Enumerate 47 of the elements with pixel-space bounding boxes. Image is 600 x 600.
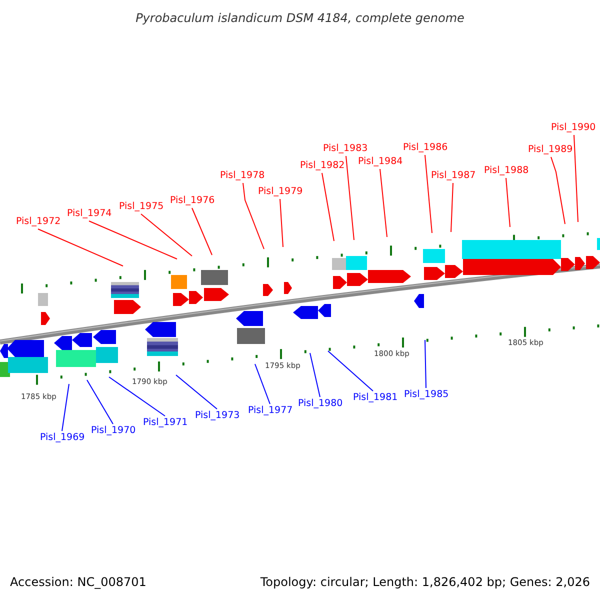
gene-label: Pisl_1971 <box>143 416 188 430</box>
leader-line <box>242 182 264 250</box>
leader-line <box>280 198 284 248</box>
leader-line <box>424 154 432 234</box>
gene-label: Pisl_1972 <box>16 215 61 229</box>
leader-line <box>88 220 178 260</box>
leader-line <box>140 214 192 256</box>
genome-stats-text: Topology: circular; Length: 1,826,402 bp; Genes: 2,026 <box>260 574 590 591</box>
leader-line <box>328 350 374 392</box>
leader-line <box>176 374 218 410</box>
gene-label: Pisl_1980 <box>298 397 343 411</box>
leader-line <box>192 208 212 256</box>
gene-label: Pisl_1979 <box>258 185 303 199</box>
gene-label: Pisl_1974 <box>67 207 112 221</box>
leader-line <box>62 384 70 432</box>
leader-line <box>322 172 334 242</box>
leader-line <box>38 228 124 266</box>
gene-label: Pisl_1983 <box>323 142 368 156</box>
gene-label: Pisl_1976 <box>170 194 215 208</box>
leader-line <box>506 178 510 228</box>
leader-line <box>574 134 578 222</box>
gene-label: Pisl_1988 <box>484 164 529 178</box>
gene-label: Pisl_1977 <box>248 404 293 418</box>
gene-label: Pisl_1989 <box>528 143 573 157</box>
gene-label: Pisl_1981 <box>353 391 398 405</box>
leader-line <box>550 156 566 224</box>
accession-text: Accession: NC_008701 <box>10 574 146 591</box>
gene-label: Pisl_1973 <box>195 409 240 423</box>
leader-line <box>424 340 426 388</box>
leader-line <box>450 182 454 232</box>
leader-line <box>310 352 320 398</box>
gene-label: Pisl_1978 <box>220 169 265 183</box>
gene-label: Pisl_1970 <box>91 424 136 438</box>
gene-label: Pisl_1982 <box>300 159 345 173</box>
leader-line <box>108 376 166 416</box>
gene-label: Pisl_1985 <box>404 388 449 402</box>
gene-label: Pisl_1975 <box>119 200 164 214</box>
leader-line <box>346 156 354 240</box>
leader-line <box>86 380 114 424</box>
gene-label: Pisl_1987 <box>431 169 476 183</box>
leader-line <box>380 168 388 238</box>
diagram-title: Pyrobaculum islandicum DSM 4184, complete genome <box>136 10 464 27</box>
gene-label: Pisl_1990 <box>551 121 596 135</box>
gene-label: Pisl_1984 <box>358 155 403 169</box>
leader-line <box>254 364 270 404</box>
gene-label: Pisl_1969 <box>40 431 85 445</box>
gene-label: Pisl_1986 <box>403 141 448 155</box>
